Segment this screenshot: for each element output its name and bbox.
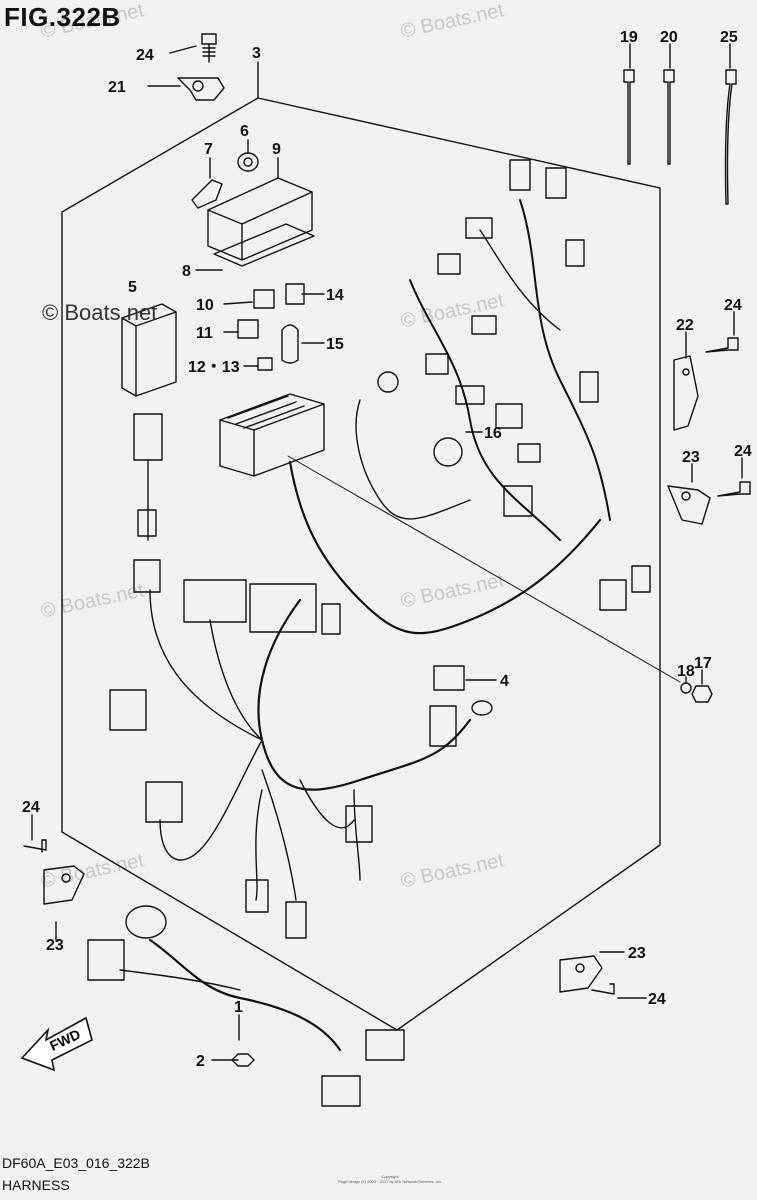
callout-7: 7 xyxy=(204,141,213,158)
copyright-notice: Copyright Page design (c) 2004 - 2017 by… xyxy=(330,1174,450,1184)
callout-23-left: 23 xyxy=(46,937,64,954)
callout-6: 6 xyxy=(240,123,249,140)
watermark-main: © Boats.net xyxy=(42,300,158,325)
figure-title: FIG.322B xyxy=(4,2,121,32)
callout-5: 5 xyxy=(128,279,137,296)
callout-9: 9 xyxy=(272,141,281,158)
callout-12-13: 12・13 xyxy=(188,359,240,376)
figure-code: DF60A_E03_016_322B xyxy=(2,1155,150,1171)
callout-20: 20 xyxy=(660,29,678,46)
callout-10: 10 xyxy=(196,297,214,314)
callout-18: 18 xyxy=(677,663,695,680)
callout-24-top: 24 xyxy=(136,47,154,64)
callout-2: 2 xyxy=(196,1053,205,1070)
fwd-arrow-icon: FWD xyxy=(20,1016,93,1072)
callout-14: 14 xyxy=(326,287,344,304)
copyright-line: Copyright xyxy=(381,1174,399,1179)
copyright-line: Page design (c) 2004 - 2017 by ARI Netwo… xyxy=(337,1179,443,1184)
callout-11: 11 xyxy=(196,325,213,342)
assembly-frame xyxy=(61,97,661,1031)
callout-22: 22 xyxy=(676,317,694,334)
callout-8: 8 xyxy=(182,263,191,280)
callout-15: 15 xyxy=(326,336,344,353)
callout-23-bottom: 23 xyxy=(628,945,646,962)
callout-1: 1 xyxy=(234,999,243,1016)
callout-24-left: 24 xyxy=(22,799,40,816)
callout-21: 21 xyxy=(108,79,126,96)
callout-24-right-upper: 24 xyxy=(724,297,742,314)
callout-24-bottom: 24 xyxy=(648,991,666,1008)
callout-24-right-lower: 24 xyxy=(734,443,752,460)
callout-3: 3 xyxy=(252,45,261,62)
callout-25: 25 xyxy=(720,29,738,46)
callout-23-right: 23 xyxy=(682,449,700,466)
callout-19: 19 xyxy=(620,29,638,46)
callout-4: 4 xyxy=(500,673,509,690)
figure-name: HARNESS xyxy=(2,1177,70,1193)
callout-17: 17 xyxy=(694,655,712,672)
callout-16: 16 xyxy=(484,425,502,442)
